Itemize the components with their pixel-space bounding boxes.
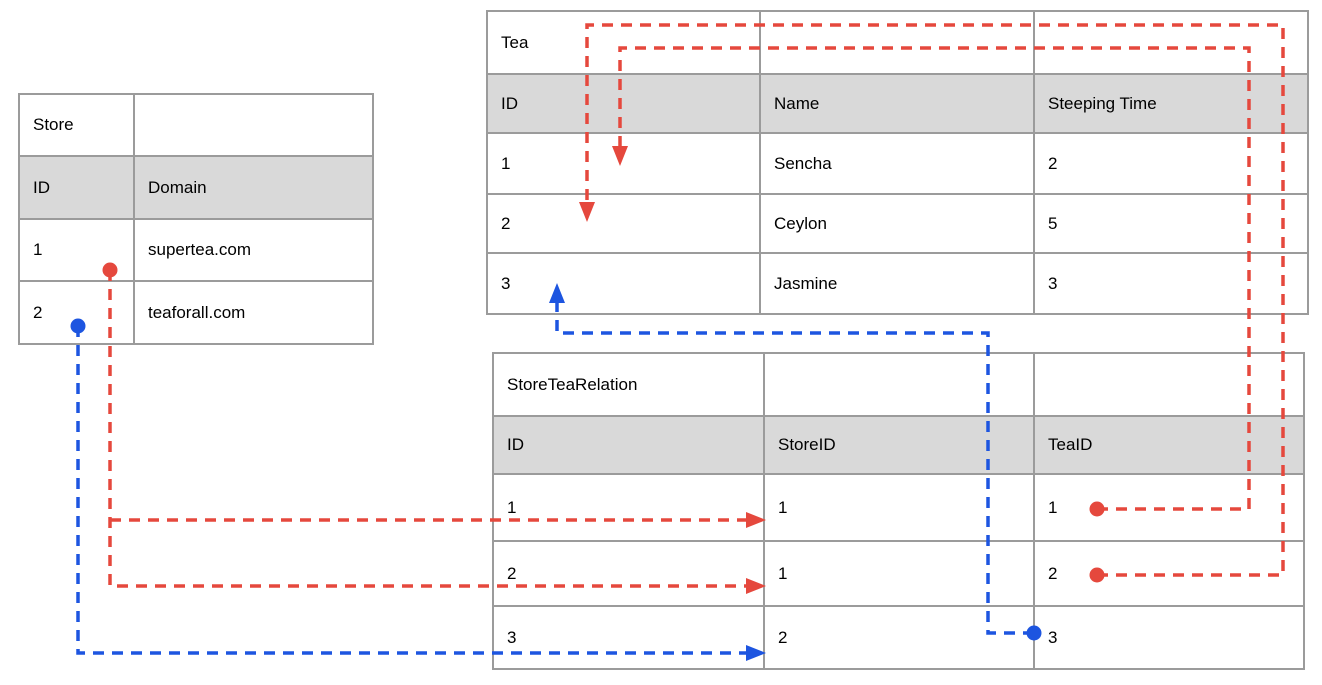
relation-row-1: 1 1 1	[492, 473, 1305, 542]
store-title-row: Store	[18, 93, 374, 157]
tea-title-empty-cell	[759, 10, 1035, 75]
tea-row-2: 2 Ceylon 5	[486, 193, 1309, 254]
tea-table: Tea ID Name Steeping Time 1 Sencha 2 2 C…	[486, 10, 1309, 315]
relation-header-id: ID	[492, 415, 765, 475]
tea-cell-id: 3	[486, 252, 761, 315]
relation-cell-id: 1	[492, 473, 765, 542]
relation-cell-id: 2	[492, 540, 765, 607]
tea-cell-steeping-time: 2	[1033, 132, 1309, 195]
relation-cell-teaid: 2	[1033, 540, 1305, 607]
relation-row-3: 3 2 3	[492, 605, 1305, 670]
store-title-empty-cell	[133, 93, 374, 157]
relation-header-row: ID StoreID TeaID	[492, 415, 1305, 475]
relation-title-empty-cell	[763, 352, 1035, 417]
tea-table-title: Tea	[486, 10, 761, 75]
relation-title-row: StoreTeaRelation	[492, 352, 1305, 417]
store-cell-domain: supertea.com	[133, 218, 374, 282]
relation-cell-id: 3	[492, 605, 765, 670]
relation-table-title: StoreTeaRelation	[492, 352, 765, 417]
tea-title-row: Tea	[486, 10, 1309, 75]
store-cell-id: 2	[18, 280, 135, 345]
store-table-title: Store	[18, 93, 135, 157]
relation-title-empty-cell	[1033, 352, 1305, 417]
relation-cell-storeid: 1	[763, 540, 1035, 607]
tea-cell-steeping-time: 3	[1033, 252, 1309, 315]
tea-cell-name: Ceylon	[759, 193, 1035, 254]
relation-cell-teaid: 3	[1033, 605, 1305, 670]
relation-row-2: 2 1 2	[492, 540, 1305, 607]
tea-title-empty-cell	[1033, 10, 1309, 75]
tea-header-steeping-time: Steeping Time	[1033, 73, 1309, 134]
store-cell-id: 1	[18, 218, 135, 282]
tea-cell-steeping-time: 5	[1033, 193, 1309, 254]
relation-cell-teaid: 1	[1033, 473, 1305, 542]
store-header-domain: Domain	[133, 155, 374, 220]
store-row-2: 2 teaforall.com	[18, 280, 374, 345]
relation-header-storeid: StoreID	[763, 415, 1035, 475]
tea-header-id: ID	[486, 73, 761, 134]
tea-cell-id: 2	[486, 193, 761, 254]
store-header-id: ID	[18, 155, 135, 220]
tea-cell-id: 1	[486, 132, 761, 195]
tea-row-3: 3 Jasmine 3	[486, 252, 1309, 315]
tea-cell-name: Jasmine	[759, 252, 1035, 315]
store-tea-relation-table: StoreTeaRelation ID StoreID TeaID 1 1 1 …	[492, 352, 1305, 670]
tea-cell-name: Sencha	[759, 132, 1035, 195]
relation-cell-storeid: 1	[763, 473, 1035, 542]
relation-header-teaid: TeaID	[1033, 415, 1305, 475]
store-header-row: ID Domain	[18, 155, 374, 220]
tea-row-1: 1 Sencha 2	[486, 132, 1309, 195]
store-table: Store ID Domain 1 supertea.com 2 teafora…	[18, 93, 374, 345]
store-cell-domain: teaforall.com	[133, 280, 374, 345]
tea-header-row: ID Name Steeping Time	[486, 73, 1309, 134]
store-row-1: 1 supertea.com	[18, 218, 374, 282]
tea-header-name: Name	[759, 73, 1035, 134]
relation-cell-storeid: 2	[763, 605, 1035, 670]
